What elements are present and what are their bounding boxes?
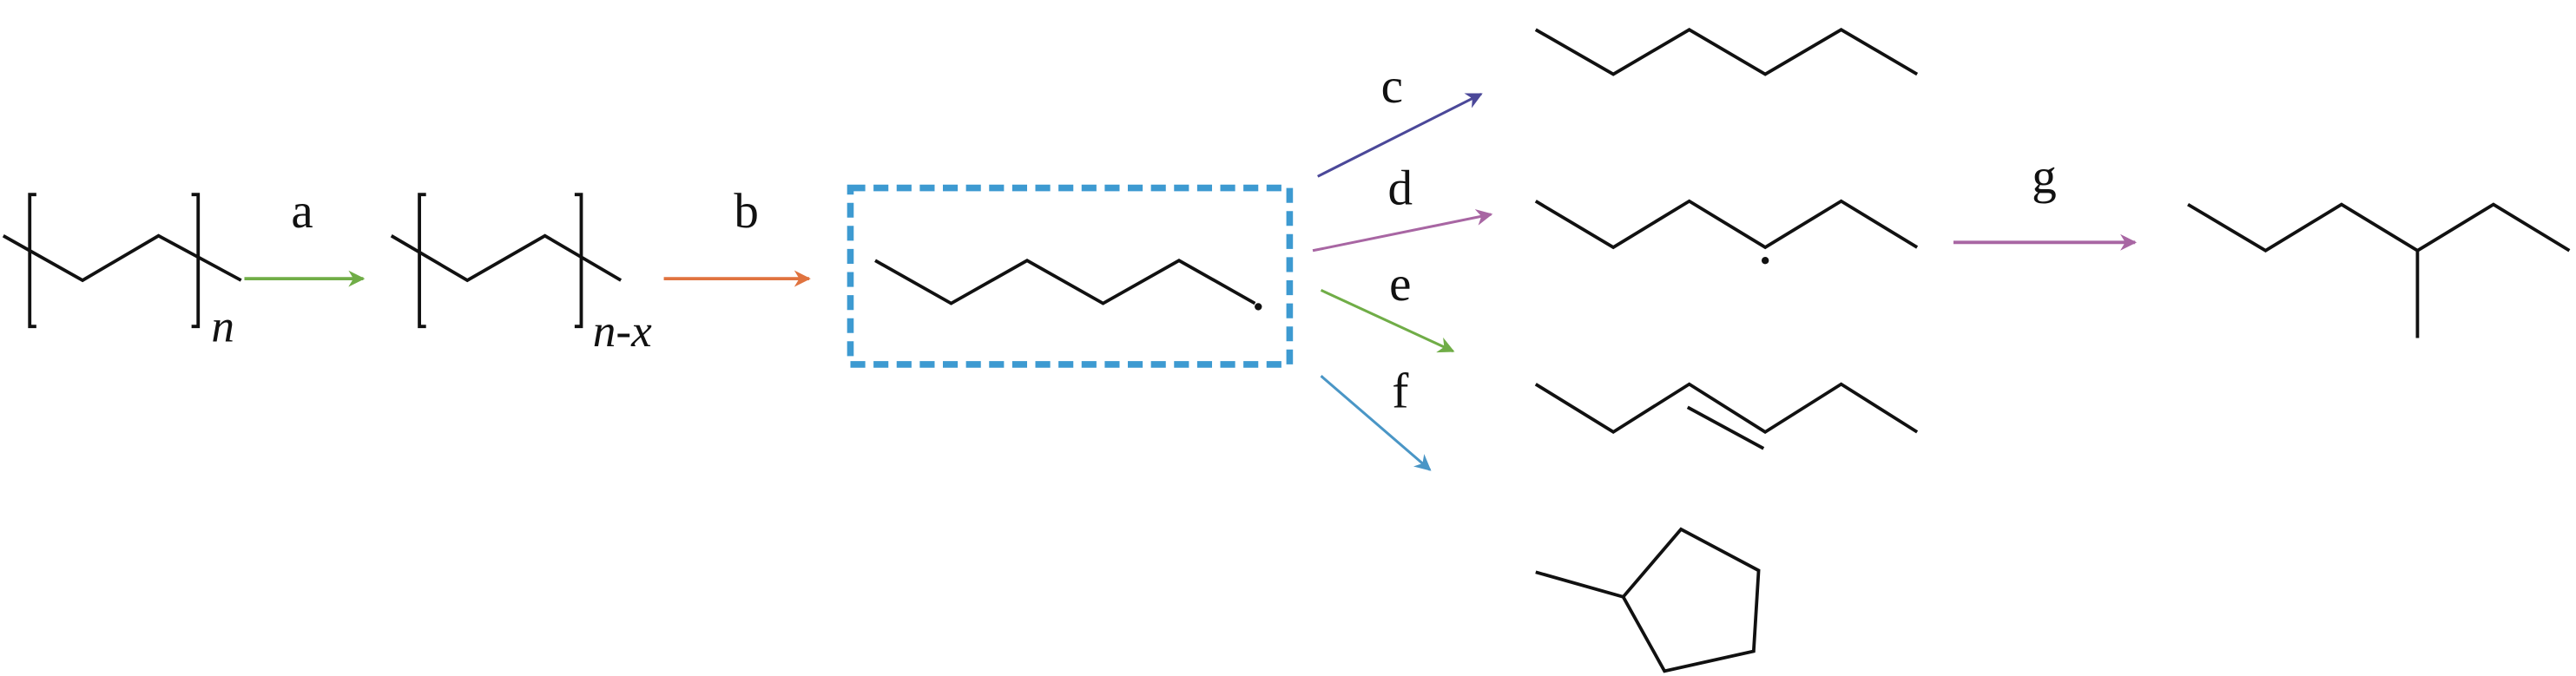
arrow-c — [1317, 92, 1483, 178]
arrow-d — [1312, 209, 1493, 253]
subscript-n: n — [211, 300, 234, 351]
secondary-radical — [1534, 199, 1919, 265]
alkyl-radical — [874, 259, 1262, 311]
label-g: g — [2032, 149, 2057, 204]
arrow-f — [1320, 375, 1432, 471]
alkene — [1534, 382, 1919, 450]
highlight-box — [847, 184, 1294, 368]
label-f: f — [1392, 364, 1408, 418]
label-a: a — [291, 184, 313, 239]
polymer-repeat-unit-n: n — [2, 193, 242, 351]
label-d: d — [1388, 161, 1413, 216]
methylcyclopentane — [1535, 527, 1761, 673]
label-e: e — [1389, 257, 1411, 312]
polymer-repeat-unit-n-minus-x: n-x — [390, 193, 652, 357]
subscript-n-x: n-x — [593, 305, 652, 357]
alkane — [1534, 27, 1919, 76]
label-c: c — [1381, 59, 1403, 114]
branched-alkane — [2187, 202, 2571, 338]
arrow-e — [1320, 289, 1455, 353]
label-b: b — [734, 184, 759, 239]
